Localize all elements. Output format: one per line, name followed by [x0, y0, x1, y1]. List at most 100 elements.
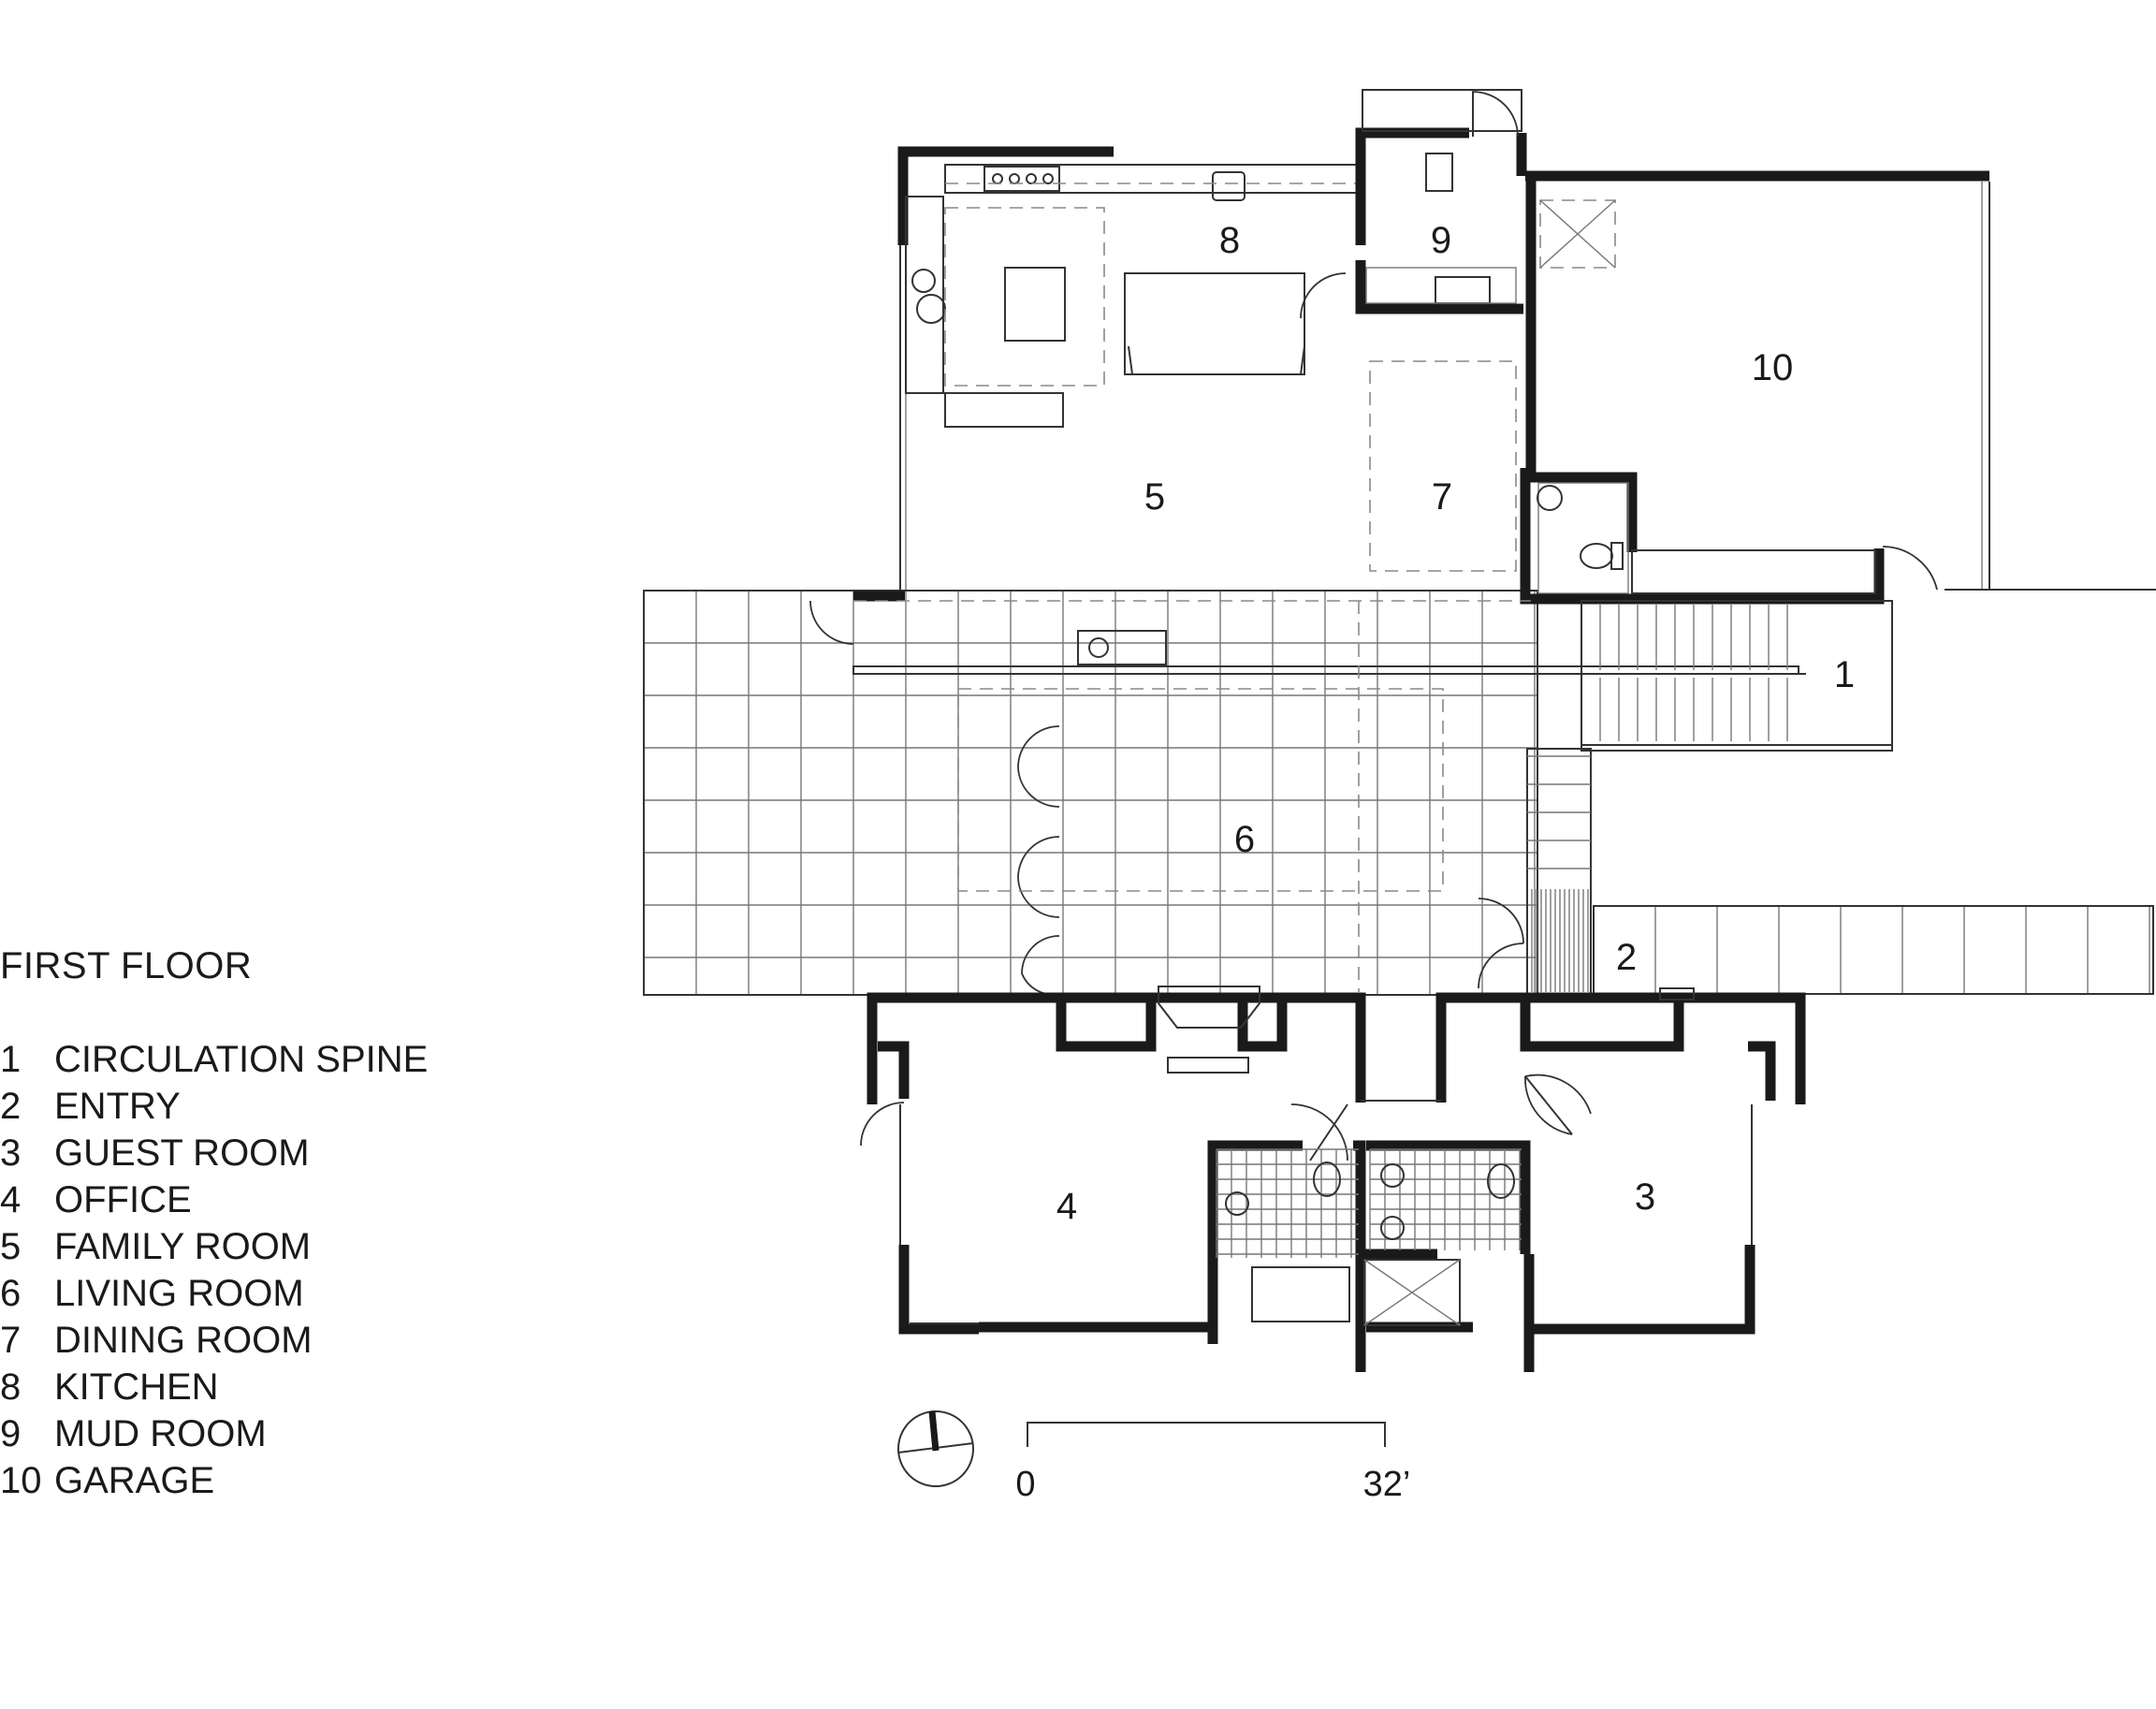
mud-room-counter [1365, 267, 1517, 304]
spine-door-swing [809, 600, 854, 645]
cooktop [983, 166, 1060, 192]
living-door-swing [1021, 935, 1060, 996]
mud-room-porch [1362, 89, 1522, 132]
kitchen-counter-run [944, 164, 1362, 194]
legend-item-number: 8 [0, 1366, 22, 1408]
kitchen-side-counter [905, 196, 944, 394]
mud-room-north-wall [1355, 127, 1469, 245]
kitchen-door-swing [1300, 272, 1347, 319]
legend-item-name: MUD ROOM [54, 1413, 267, 1454]
bath-toilet [1487, 1163, 1515, 1199]
mud-room-sink [1435, 276, 1491, 304]
room-label-living-room: 6 [1234, 819, 1255, 860]
legend-item: 8 KITCHEN [0, 1364, 524, 1410]
guest-room-north-wall [1435, 992, 1806, 1104]
room-label-office: 4 [1056, 1186, 1077, 1227]
mud-room-south-wall [1355, 260, 1523, 314]
guest-room-north-wall-inner-2 [1748, 1041, 1776, 1101]
kitchen-table [1004, 267, 1066, 342]
room-label-dining-room: 7 [1432, 476, 1452, 518]
scale-start-label: 0 [1015, 1465, 1035, 1504]
north-arrow-icon [897, 1410, 974, 1487]
bath-sink [1225, 1191, 1249, 1216]
powder-room-sink [1537, 485, 1563, 511]
spine-bench-sink [1088, 637, 1109, 658]
bath-shower-x [1363, 1259, 1461, 1326]
mud-room-door-swing [1472, 91, 1519, 138]
garage-south-ledge [1631, 549, 1876, 594]
legend-item: 6 LIVING ROOM [0, 1270, 524, 1317]
garage-divider-wall [1525, 176, 1638, 552]
bath-shower [1363, 1259, 1461, 1326]
guest-room-door-leaf [1524, 1075, 1573, 1135]
entry-door-swing [1478, 942, 1524, 989]
burner [1026, 173, 1037, 184]
bath-toilet [1313, 1161, 1341, 1197]
legend-item-number: 6 [0, 1273, 22, 1314]
bath-divider-wall [1353, 1140, 1366, 1338]
legend-item-name: ENTRY [54, 1086, 181, 1127]
scale-end-label: 32’ [1363, 1465, 1411, 1504]
stair-treads [1599, 605, 1788, 741]
office-north-wall [867, 992, 1366, 1104]
legend-item: 3 GUEST ROOM [0, 1130, 524, 1176]
kitchen-west-wall [897, 146, 1114, 245]
living-door-swing [1017, 725, 1060, 808]
room-label-entry: 2 [1616, 937, 1637, 978]
office-bath-door-leaf [1309, 1103, 1348, 1161]
legend-item-name: CIRCULATION SPINE [54, 1039, 429, 1080]
garage-south-wall [1520, 468, 1885, 605]
garage-door-swing [1882, 546, 1938, 591]
mud-room-bench [1425, 153, 1453, 192]
powder-room-tile [1537, 482, 1629, 594]
office-door-swing [860, 1102, 905, 1147]
kitchen-island [1124, 272, 1305, 375]
guest-room-door-swing [1524, 1074, 1592, 1115]
legend-item-number: 4 [0, 1179, 22, 1220]
room-label-guest-room: 3 [1635, 1176, 1655, 1218]
garage-skylight [1539, 199, 1616, 269]
legend-item: 5 FAMILY ROOM [0, 1223, 524, 1270]
legend-item-name: FAMILY ROOM [54, 1226, 312, 1267]
bath-sink [1380, 1163, 1405, 1188]
legend-item-number: 7 [0, 1320, 22, 1361]
legend-item-number: 2 [0, 1086, 22, 1127]
scale-bar: 0 32’ [1015, 1422, 1411, 1504]
legend-item: 1 CIRCULATION SPINE [0, 1036, 524, 1083]
dining-rug [1369, 360, 1517, 572]
legend-title: FIRST FLOOR [0, 945, 253, 986]
entry-walkway-tiles [1654, 906, 2150, 994]
entry-door-swing [1478, 898, 1524, 944]
living-door-swing [1017, 836, 1060, 918]
legend-item-name: KITCHEN [54, 1366, 219, 1408]
kitchen-rug [944, 207, 1105, 387]
fireplace [1158, 986, 1260, 1029]
office-north-wall-inner [878, 1041, 910, 1099]
room-label-family-room: 5 [1144, 476, 1165, 518]
office-bath-door [1290, 1103, 1348, 1161]
legend-item-number: 1 [0, 1039, 22, 1080]
legend-item-number: 3 [0, 1132, 22, 1174]
living-rug [957, 688, 1444, 892]
room-label-mud-room: 9 [1431, 220, 1451, 261]
burner [1009, 173, 1020, 184]
powder-room-toilet [1580, 543, 1613, 569]
prep-sink-bowl [916, 294, 946, 324]
legend-item-name: LIVING ROOM [54, 1273, 304, 1314]
guest-room-north-wall-inner [1520, 1001, 1684, 1052]
office-alcove [1056, 1001, 1157, 1052]
kitchen-sink [1212, 171, 1246, 201]
guest-room-window-box [1659, 987, 1695, 1001]
office-west-wall [898, 1245, 979, 1335]
legend-item-number: 5 [0, 1226, 22, 1267]
legend-item-name: OFFICE [54, 1179, 192, 1220]
legend-item-name: GUEST ROOM [54, 1132, 310, 1174]
kitchen-lower-counter [944, 392, 1064, 428]
guest-room-door-swing [1524, 1075, 1573, 1135]
bath-west-wall [1207, 1140, 1303, 1344]
room-label-kitchen: 8 [1219, 220, 1240, 261]
bathroom-floor-tiles [1216, 1148, 1522, 1258]
